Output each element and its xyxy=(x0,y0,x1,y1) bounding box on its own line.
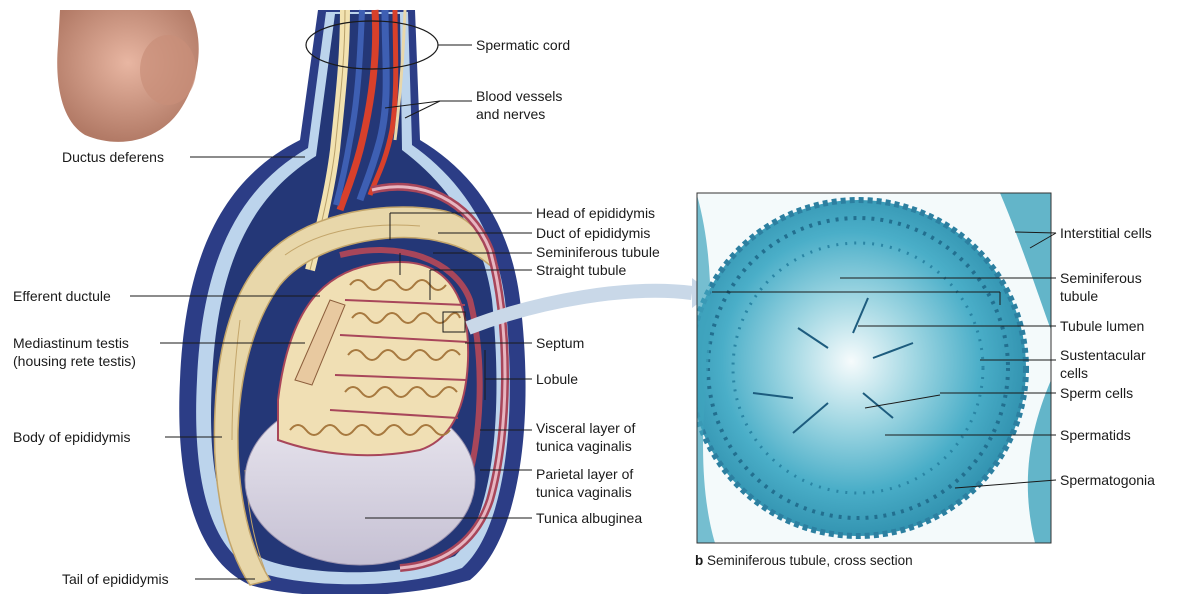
label-lobule: Lobule xyxy=(536,371,578,388)
label-parietal-tunica-vaginalis: tunica vaginalis xyxy=(536,484,632,501)
label-micro-seminiferous: Seminiferous xyxy=(1060,270,1142,287)
figure-caption: b Seminiferous tubule, cross section xyxy=(695,553,913,568)
label-ductus-deferens: Ductus deferens xyxy=(62,149,164,166)
label-body-of-epididymis: Body of epididymis xyxy=(13,429,131,446)
label-tubule-lumen: Tubule lumen xyxy=(1060,318,1144,335)
caption-text: Seminiferous tubule, cross section xyxy=(703,553,912,568)
label-efferent-ductule: Efferent ductule xyxy=(13,288,111,305)
label-and-nerves: and nerves xyxy=(476,106,545,123)
label-straight-tubule: Straight tubule xyxy=(536,262,626,279)
label-tail-of-epididymis: Tail of epididymis xyxy=(62,571,169,588)
label-parietal-layer: Parietal layer of xyxy=(536,466,633,483)
micrograph xyxy=(690,193,1051,543)
penis-illustration xyxy=(57,10,198,142)
label-head-of-epididymis: Head of epididymis xyxy=(536,205,655,222)
caption-letter: b xyxy=(695,553,703,568)
label-spermatic-cord: Spermatic cord xyxy=(476,37,570,54)
label-mediastinum-testis: Mediastinum testis xyxy=(13,335,129,352)
label-visceral-tunica-vaginalis: tunica vaginalis xyxy=(536,438,632,455)
label-sustentacular: Sustentacular xyxy=(1060,347,1146,364)
label-tunica-albuginea: Tunica albuginea xyxy=(536,510,642,527)
label-housing-rete-testis: (housing rete testis) xyxy=(13,353,136,370)
label-seminiferous-tubule: Seminiferous tubule xyxy=(536,244,660,261)
label-spermatogonia: Spermatogonia xyxy=(1060,472,1155,489)
label-sperm-cells: Sperm cells xyxy=(1060,385,1133,402)
label-sustentacular-cells: cells xyxy=(1060,365,1088,382)
label-interstitial-cells: Interstitial cells xyxy=(1060,225,1152,242)
label-spermatids: Spermatids xyxy=(1060,427,1131,444)
label-micro-tubule: tubule xyxy=(1060,288,1098,305)
label-septum: Septum xyxy=(536,335,584,352)
label-blood-vessels: Blood vessels xyxy=(476,88,562,105)
label-duct-of-epididymis: Duct of epididymis xyxy=(536,225,650,242)
label-visceral-layer: Visceral layer of xyxy=(536,420,635,437)
